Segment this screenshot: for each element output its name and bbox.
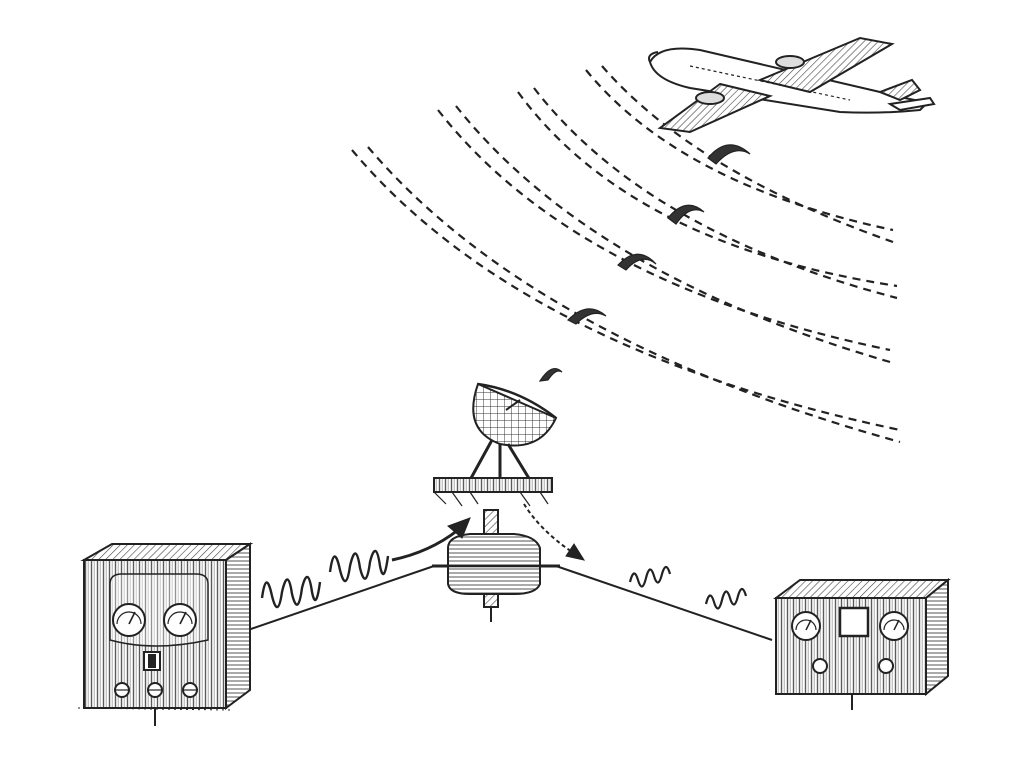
wavefronts [351, 65, 901, 444]
echo-pulse-4 [667, 204, 705, 225]
wavefront-3b [533, 87, 898, 300]
meter-left-icon [112, 603, 146, 637]
transmit-arrow [391, 517, 471, 562]
echo-pulse-2 [566, 308, 607, 325]
knob-icon [812, 658, 828, 674]
wavefront-1b [367, 146, 901, 444]
transmit-pulses [260, 549, 390, 609]
display-screen-icon [838, 606, 870, 638]
feed-lines [247, 565, 773, 641]
meter-right-icon [879, 611, 909, 641]
wavefront-1a [351, 149, 901, 432]
wavefront-2a [437, 109, 891, 352]
rx-line [555, 565, 773, 641]
echo-pulses [538, 144, 751, 382]
echo-pulse-5 [707, 144, 751, 165]
wavefront-4a [585, 69, 894, 232]
receive-pulse-1 [628, 565, 672, 588]
receive-pulse-2 [704, 587, 748, 610]
transmitter-icon [77, 542, 254, 726]
wavefront-2b [455, 105, 891, 364]
receive-arrow [523, 503, 586, 561]
echo-pulse-3 [617, 253, 657, 271]
meter-right-icon [163, 603, 197, 637]
receiver-icon [773, 577, 951, 710]
knob-icon [878, 658, 894, 674]
airplane-icon [648, 36, 936, 134]
transmit-pulse-1 [260, 575, 322, 609]
echo-pulse-1 [538, 367, 563, 382]
tx-line [247, 565, 435, 631]
receive-pulses [628, 565, 748, 610]
meter-left-icon [791, 611, 821, 641]
parabolic-antenna-icon [433, 382, 558, 507]
transmit-pulse-2 [328, 549, 390, 583]
